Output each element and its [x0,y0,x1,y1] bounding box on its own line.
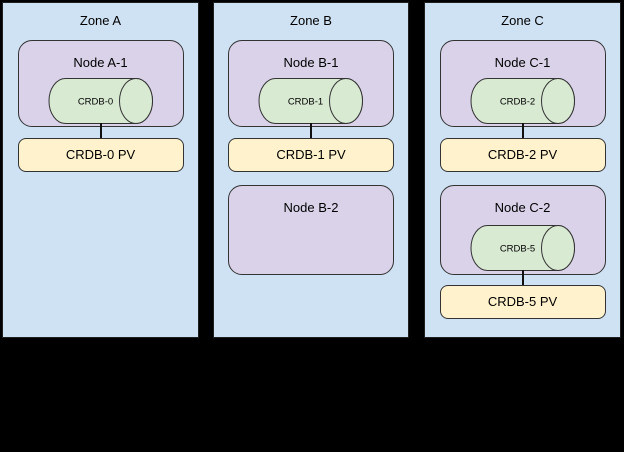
node-b-1-title: Node B-1 [283,55,339,70]
node-b-1: Node B-1 CRDB-1 [228,40,394,127]
pv-crdb-1: CRDB-1 PV [228,138,394,172]
zone-a: Zone A Node A-1 CRDB-0 CRDB-0 PV [2,2,199,338]
node-a-1: Node A-1 CRDB-0 [17,40,184,127]
database-label-crdb-5: CRDB-5 [499,244,534,255]
node-c-2: Node C-2 CRDB-5 [439,185,606,275]
zone-c-title: Zone C [501,13,544,28]
node-c-1-title: Node C-1 [494,55,551,70]
pv-crdb-0: CRDB-0 PV [17,138,184,172]
node-c-1: Node C-1 CRDB-2 [439,40,606,127]
database-cylinder-crdb-1: CRDB-1 [258,78,364,124]
zone-b-title: Zone B [290,13,332,28]
zone-c: Zone C Node C-1 CRDB-2 CRDB-2 PV Node C-… [424,2,621,338]
pv-crdb-5: CRDB-5 PV [439,285,606,319]
pv-crdb-2: CRDB-2 PV [439,138,606,172]
database-label-crdb-0: CRDB-0 [77,97,112,108]
connector-line [521,123,524,138]
database-label-crdb-2: CRDB-2 [499,97,534,108]
node-b-2-title: Node B-2 [283,200,339,215]
connector-line [310,123,312,138]
zone-b: Zone B Node B-1 CRDB-1 CRDB-1 PV Node B-… [213,2,409,338]
node-a-1-title: Node A-1 [73,55,128,70]
database-cylinder-crdb-2: CRDB-2 [470,78,575,124]
connector-line [521,270,524,285]
zone-a-title: Zone A [79,13,122,28]
database-cylinder-crdb-5: CRDB-5 [470,225,575,271]
node-c-2-title: Node C-2 [494,200,551,215]
database-cylinder-crdb-0: CRDB-0 [48,78,153,124]
database-label-crdb-1: CRDB-1 [288,97,323,108]
node-b-2: Node B-2 [228,185,394,275]
connector-line [99,123,102,138]
